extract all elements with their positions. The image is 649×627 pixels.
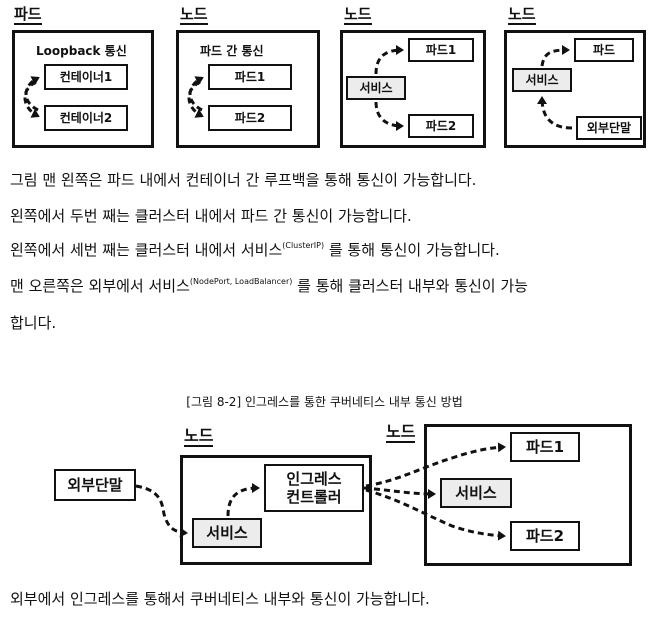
- figure-external-terminal: 외부단말: [54, 469, 136, 501]
- paragraph-4-text: 맨 오른쪽은 외부에서 서비스: [10, 277, 190, 295]
- paragraph-4: 맨 오른쪽은 외부에서 서비스(NodePort, LoadBalancer) …: [10, 276, 528, 296]
- ingress-line2: 컨트롤러: [286, 488, 342, 506]
- loopback-arrow-up: [24, 76, 40, 112]
- terminal-to-service-arrow: [537, 96, 573, 130]
- pod1-box-a: 파드1: [208, 64, 292, 90]
- service-to-pod-arrow: [540, 45, 570, 67]
- paragraph-4-sup: (NodePort, LoadBalancer): [189, 277, 293, 286]
- paragraph-3-tail: 를 통해 통신이 가능합니다.: [324, 241, 500, 259]
- pod2-box-a: 파드2: [208, 105, 292, 131]
- container2-box: 컨테이너2: [44, 105, 128, 131]
- bottom-text: 외부에서 인그레스를 통해서 쿠버네티스 내부와 통신이 가능합니다.: [10, 590, 430, 608]
- paragraph-1: 그림 맨 왼쪽은 파드 내에서 컨테이너 간 루프백을 통해 통신이 가능합니다…: [10, 171, 477, 189]
- panel-title-node-1: 노드: [180, 5, 208, 23]
- ingress-line1: 인그레스: [286, 470, 342, 488]
- paragraph-4-continued: 합니다.: [10, 314, 57, 332]
- service-to-pod2-arrow: [374, 101, 404, 131]
- external-to-service-arrow: [135, 484, 188, 538]
- figure-caption: [그림 8-2] 인그레스를 통한 쿠버네티스 내부 통신 방법: [186, 395, 463, 409]
- external-terminal-box-c: 외부단말: [576, 116, 642, 140]
- figure-service-2: 서비스: [440, 478, 512, 508]
- figure-node1-title: 노드: [184, 426, 214, 445]
- paragraph-3-text: 왼쪽에서 세번 째는 클러스터 내에서 서비스: [10, 241, 283, 259]
- panel-title-node-2: 노드: [344, 5, 372, 23]
- pod1-box-b: 파드1: [408, 38, 474, 62]
- panel-title-pod: 파드: [14, 5, 42, 23]
- ingress-to-service2-arrow: [363, 486, 436, 499]
- loopback-arrow-down: [23, 80, 40, 118]
- panel-title-node-3: 노드: [508, 5, 536, 23]
- figure-pod1: 파드1: [510, 432, 580, 462]
- container1-box: 컨테이너1: [44, 64, 128, 90]
- service-box-c: 서비스: [512, 68, 572, 92]
- pod2-box-b: 파드2: [408, 114, 474, 138]
- pod-box-c: 파드: [574, 38, 634, 62]
- paragraph-2: 왼쪽에서 두번 째는 클러스터 내에서 파드 간 통신이 가능합니다.: [10, 207, 412, 225]
- paragraph-4-tail: 를 통해 클러스터 내부와 통신이 가능: [292, 277, 528, 295]
- loopback-label: Loopback 통신: [36, 44, 127, 58]
- ingress-to-pod1-arrow: [365, 442, 506, 488]
- figure-pod2: 파드2: [510, 521, 580, 551]
- ingress-to-pod2-arrow: [365, 488, 506, 541]
- paragraph-3-sup: (ClusterIP): [282, 241, 325, 250]
- service-box-b: 서비스: [346, 76, 406, 100]
- pod-to-pod-label: 파드 간 통신: [200, 44, 264, 58]
- figure-service: 서비스: [192, 518, 262, 548]
- paragraph-3: 왼쪽에서 세번 째는 클러스터 내에서 서비스(ClusterIP) 를 통해 …: [10, 240, 500, 260]
- pod-arrow-down: [187, 80, 204, 118]
- service-to-pod1-arrow: [374, 45, 404, 75]
- service-to-ingress-arrow: [226, 483, 260, 517]
- pod-arrow-up: [188, 76, 204, 112]
- figure-node2-title: 노드: [386, 422, 416, 441]
